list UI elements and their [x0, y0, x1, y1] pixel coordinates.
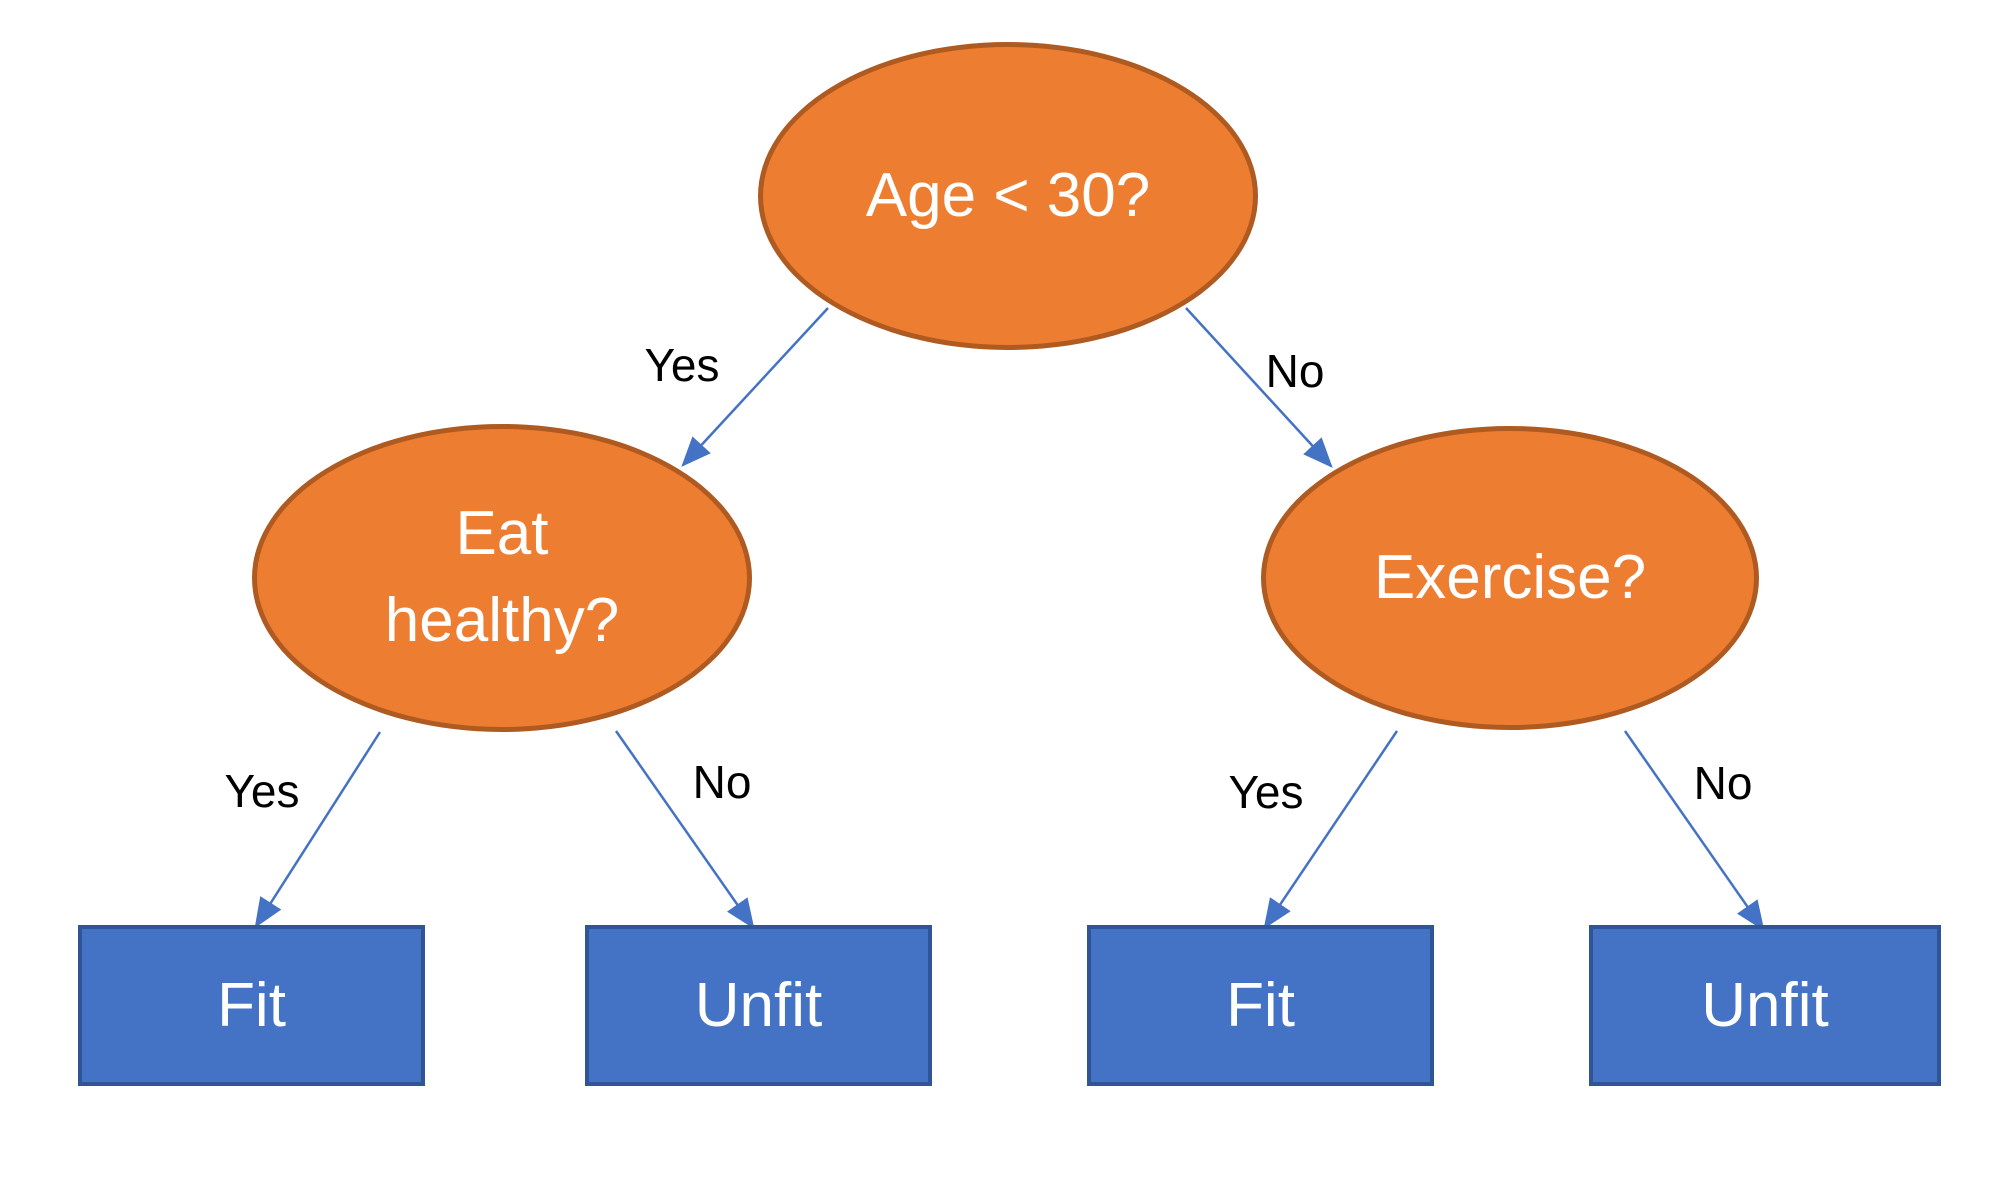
- decision-node-exercise-label: Exercise?: [1373, 542, 1647, 612]
- decision-node-age: Age < 30?: [758, 42, 1258, 350]
- decision-node-exercise: Exercise?: [1261, 426, 1759, 730]
- leaf-node-fit-2: Fit: [1087, 925, 1434, 1086]
- leaf-node-fit-1: Fit: [78, 925, 425, 1086]
- edge-root-yes: [681, 307, 829, 467]
- branch-label-root-no: No: [1265, 345, 1325, 397]
- leaf-node-unfit-2: Unfit: [1589, 925, 1941, 1086]
- branch-label-eat-yes: Yes: [224, 765, 300, 817]
- branch-label-exercise-yes: Yes: [1228, 766, 1304, 818]
- leaf-node-fit-1-label: Fit: [217, 971, 286, 1040]
- decision-node-eat-healthy-label: Eat healthy?: [384, 499, 620, 655]
- edge-eat-yes: [254, 731, 382, 929]
- branch-label-eat-no: No: [692, 756, 752, 808]
- leaf-node-unfit-1-label: Unfit: [694, 971, 823, 1040]
- leaf-node-unfit-2-label: Unfit: [1701, 971, 1829, 1040]
- edge-eat-no: [614, 730, 755, 930]
- edge-root-no: [1185, 307, 1333, 468]
- edge-exercise-no: [1623, 730, 1765, 932]
- branch-label-exercise-no: No: [1693, 757, 1753, 809]
- edge-exercise-yes: [1263, 730, 1399, 930]
- leaf-node-fit-2-label: Fit: [1226, 971, 1295, 1040]
- decision-node-age-label: Age < 30?: [865, 160, 1151, 230]
- branch-label-root-yes: Yes: [644, 339, 720, 391]
- decision-node-eat-healthy: Eat healthy?: [252, 424, 752, 732]
- leaf-node-unfit-1: Unfit: [585, 925, 932, 1086]
